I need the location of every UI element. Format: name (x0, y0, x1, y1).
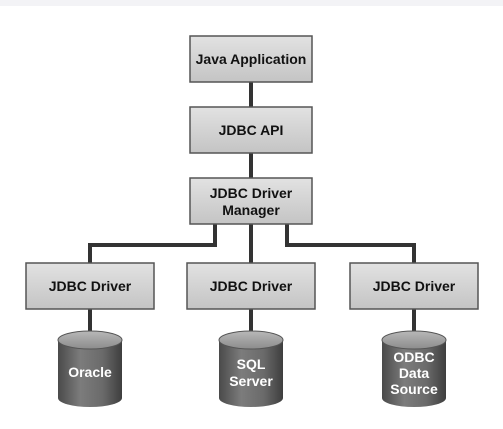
jdbc-driver-manager-box: JDBC Driver Manager (189, 177, 313, 225)
odbc-data-source-label-line3: Source (390, 381, 438, 397)
java-application-label: Java Application (196, 51, 307, 67)
oracle-database-cylinder: Oracle (57, 330, 123, 407)
odbc-data-source-label-line1: ODBC (393, 349, 434, 365)
connector-manager-driver-left (88, 224, 217, 263)
odbc-data-source-database-cylinder: ODBC Data Source (381, 330, 447, 407)
jdbc-driver-label-center: JDBC Driver (210, 278, 293, 294)
oracle-label: Oracle (68, 364, 112, 380)
jdbc-driver-manager-label-line2: Manager (222, 202, 280, 218)
jdbc-driver-box-center: JDBC Driver (186, 262, 316, 310)
sql-server-database-cylinder: SQL Server (218, 330, 284, 407)
jdbc-driver-box-right: JDBC Driver (349, 262, 479, 310)
jdbc-driver-label-right: JDBC Driver (373, 278, 456, 294)
odbc-data-source-label-line2: Data (399, 365, 430, 381)
connector-manager-driver-right (285, 224, 416, 263)
jdbc-driver-manager-label-line1: JDBC Driver (210, 185, 293, 201)
jdbc-api-box: JDBC API (189, 106, 313, 154)
jdbc-api-label: JDBC API (219, 122, 284, 138)
sql-server-label-line1: SQL (237, 356, 266, 372)
jdbc-driver-box-left: JDBC Driver (25, 262, 155, 310)
java-application-box: Java Application (189, 35, 313, 83)
jdbc-driver-label-left: JDBC Driver (49, 278, 132, 294)
sql-server-label-line2: Server (229, 373, 273, 389)
top-strip (0, 0, 503, 6)
